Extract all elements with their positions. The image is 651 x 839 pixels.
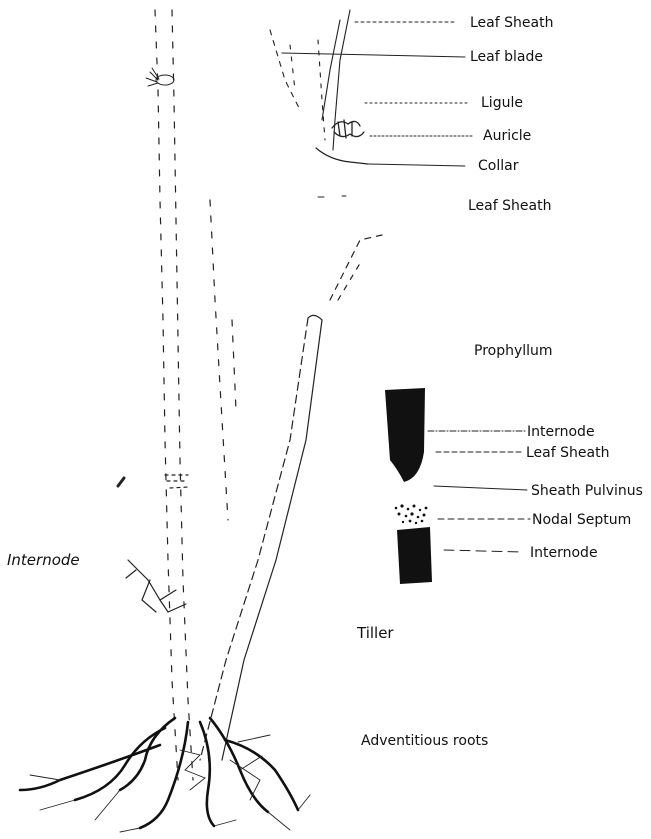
label-collar: Collar xyxy=(478,158,518,174)
internode-block-top xyxy=(385,388,425,482)
label-leaf-blade: Leaf blade xyxy=(470,49,543,65)
auricle-drawing xyxy=(332,120,364,138)
label-nodal-septum: Nodal Septum xyxy=(532,512,631,528)
label-internode-right-top: Internode xyxy=(527,424,595,440)
nodal-septum-stipple xyxy=(395,504,428,524)
tiller-stalk xyxy=(200,235,382,760)
label-leaf-sheath-mid: Leaf Sheath xyxy=(468,198,551,214)
collar-curve xyxy=(316,148,368,164)
leaf-blade-lines xyxy=(270,10,350,150)
label-leaf-sheath-top: Leaf Sheath xyxy=(470,15,553,31)
internode-block-bottom xyxy=(397,527,432,584)
label-leaf-sheath-right: Leaf Sheath xyxy=(526,445,609,461)
node-section xyxy=(385,388,432,584)
main-culm xyxy=(155,10,236,780)
label-ligule: Ligule xyxy=(481,95,523,111)
leader-lines-top xyxy=(282,22,472,166)
label-sheath-pulvinus: Sheath Pulvinus xyxy=(531,483,643,499)
label-internode-right-bottom: Internode xyxy=(530,545,598,561)
label-internode-left: Internode xyxy=(7,552,80,568)
upper-node-tuft xyxy=(146,68,174,86)
label-tiller: Tiller xyxy=(357,625,394,641)
lateral-branch xyxy=(118,475,188,612)
leaf-sheath-ticks xyxy=(318,196,346,197)
label-auricle: Auricle xyxy=(483,128,531,144)
leader-lines-right xyxy=(428,431,530,552)
label-adventitious-roots: Adventitious roots xyxy=(361,733,488,749)
label-prophyllum: Prophyllum xyxy=(474,343,553,359)
root-mass xyxy=(20,718,310,832)
